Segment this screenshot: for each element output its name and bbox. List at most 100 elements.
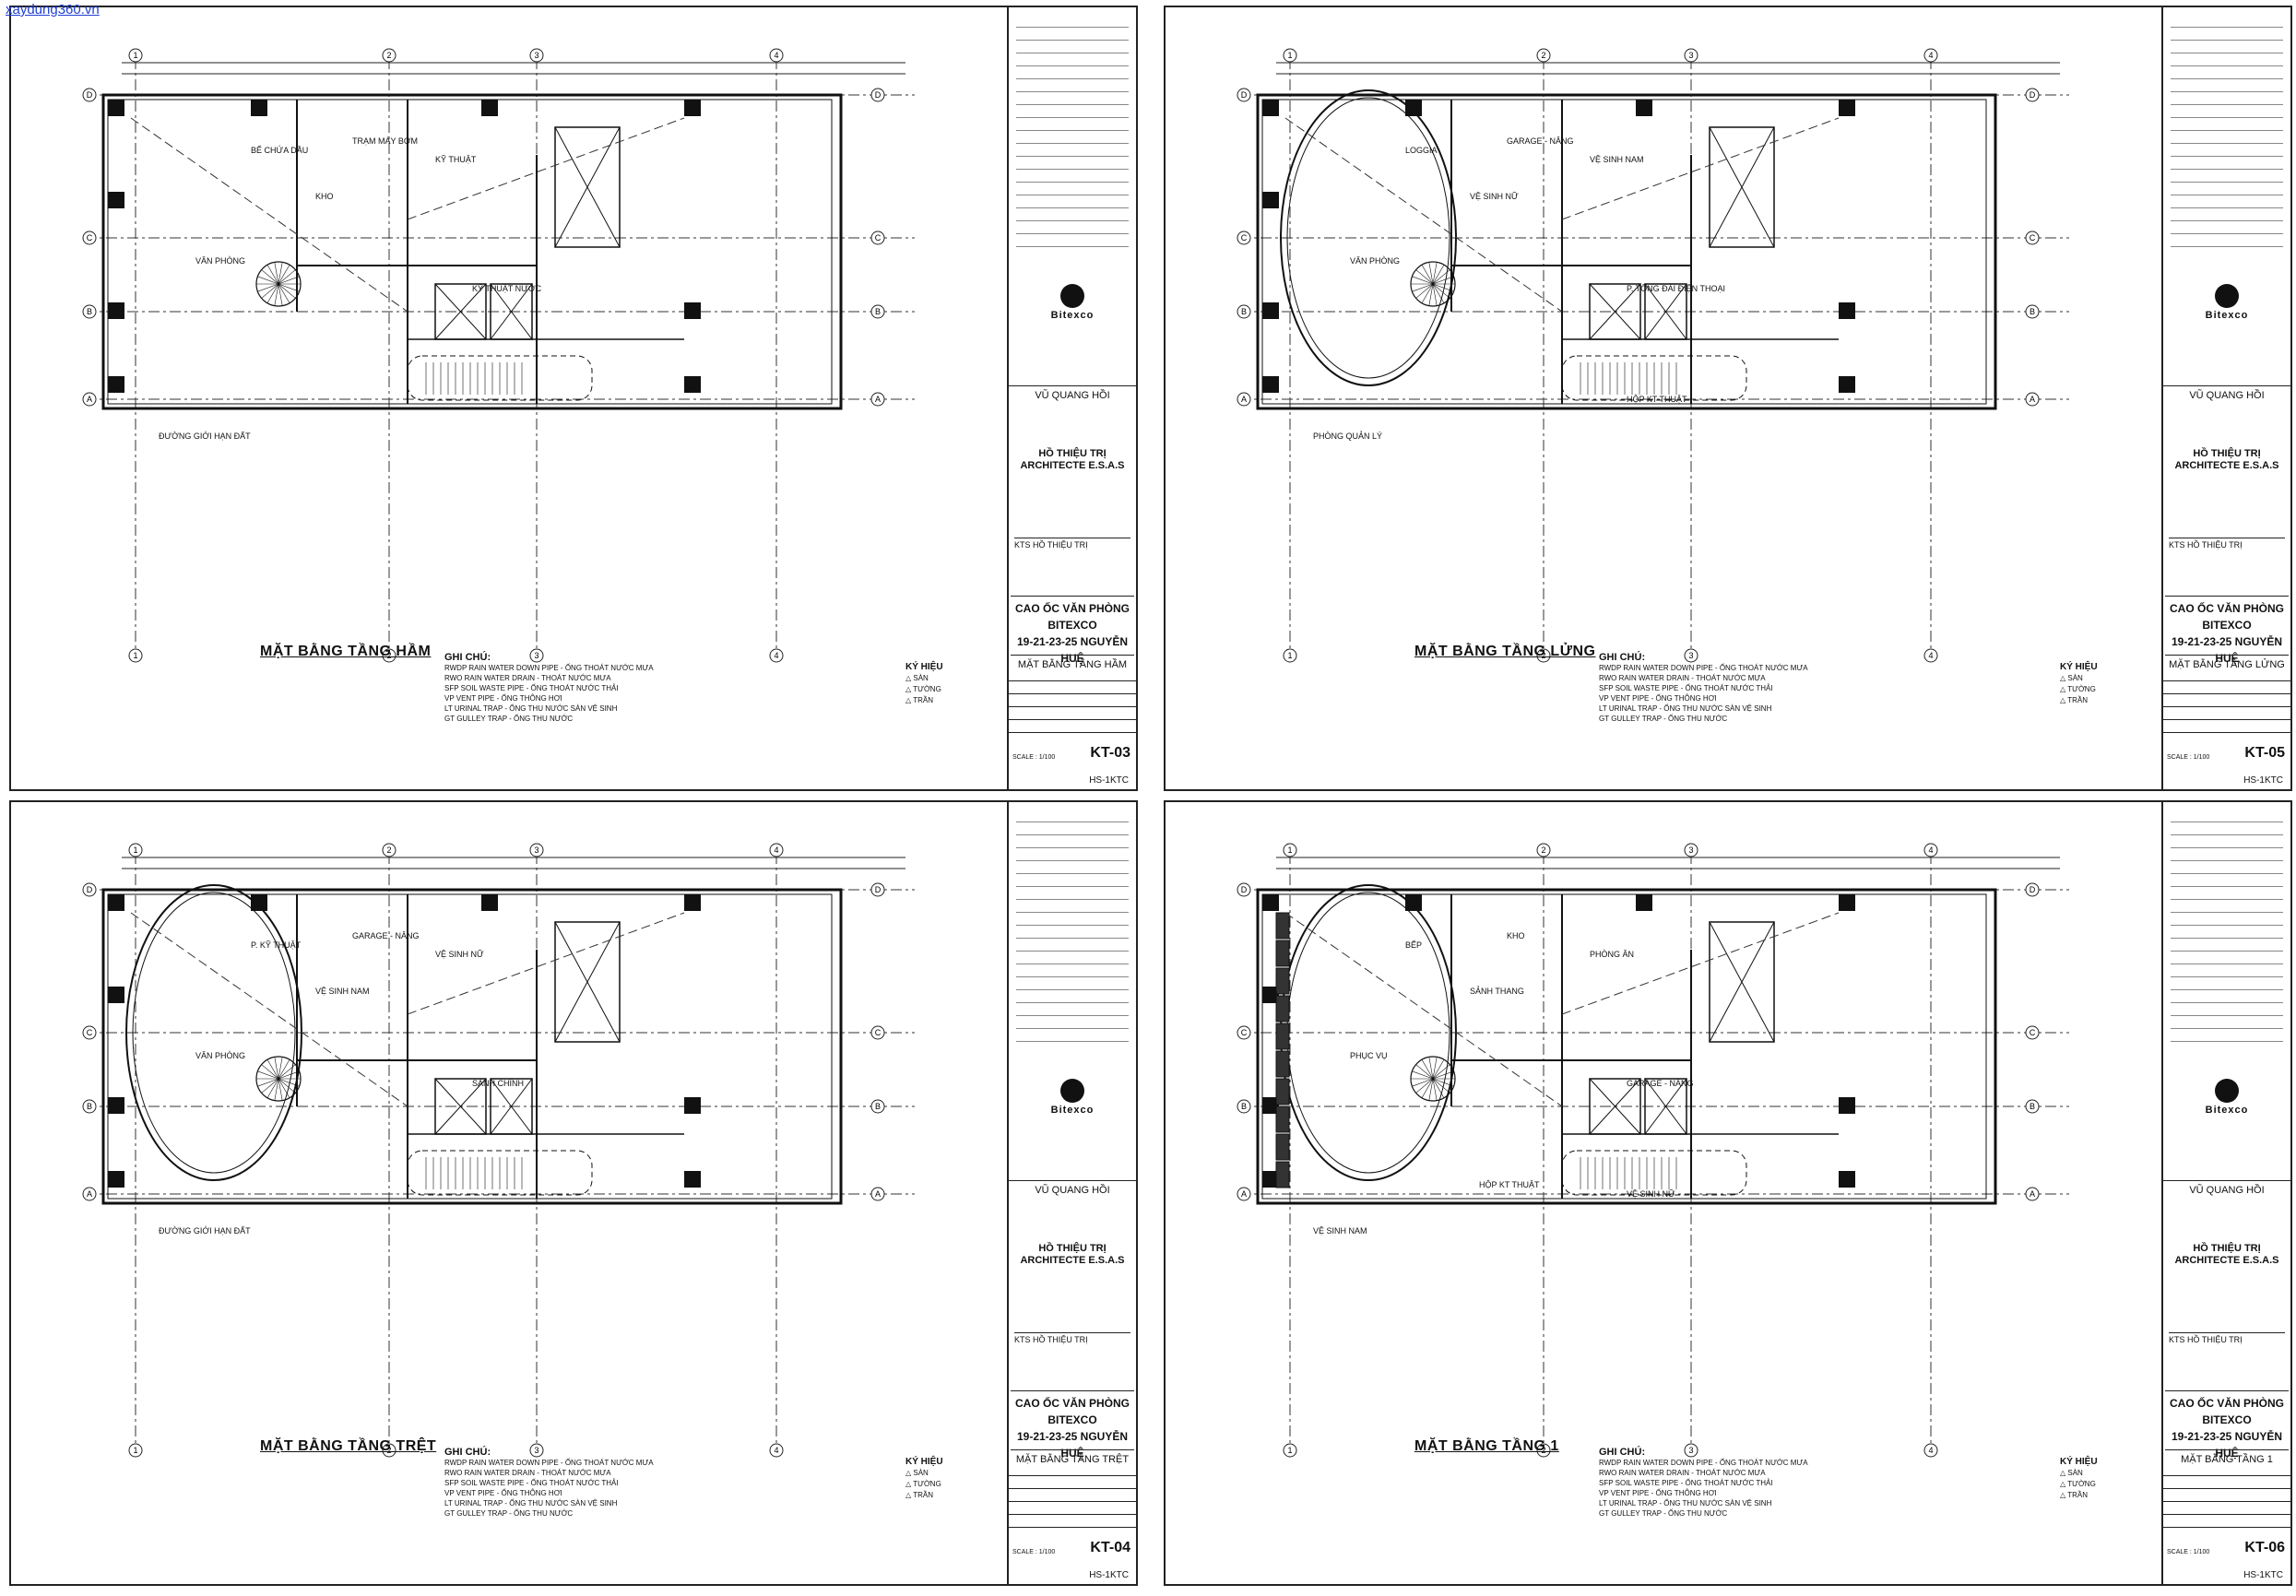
grid-axis-bubble [128,48,143,63]
grid-axis-label: 1 [133,651,137,660]
grid-axis-label: 4 [774,845,778,855]
structural-column [1636,100,1652,116]
grid-axis-label: D [875,885,882,894]
legend-heading: KÝ HIỆU [2060,662,2098,672]
room-label: KHO [315,192,334,201]
grid-axis-bubble [82,1025,97,1040]
room-label: VĂN PHÒNG [195,1051,246,1060]
note-line: GT GULLEY TRAP - ỐNG THU NƯỚC [444,1509,574,1518]
legend-item: △ TRẦN [905,1491,934,1499]
architect-person: VŨ QUANG HỒI [2163,1180,2290,1196]
room-label: BỂ CHỨA DẦU [251,146,309,155]
notes-block: GHI CHÚ:RWDP RAIN WATER DOWN PIPE - ỐNG … [1599,653,1808,724]
grid-axis-bubble [2025,88,2040,102]
grid-axis-label: 3 [534,845,538,855]
grid-axis-label: D [87,90,93,100]
logo-word: Bitexco [1050,1105,1095,1116]
notes-heading: GHI CHÚ: [1599,652,1646,663]
info-grid [2163,1475,2290,1540]
grid-axis-label: C [87,1028,93,1037]
legend-item: △ TƯỜNG [2060,685,2096,693]
structural-column [684,1097,701,1114]
grid-axis-bubble [382,843,396,857]
firm-name: HỒ THIỆU TRỊ ARCHITECTE E.S.A.S [2174,1243,2279,1266]
outer-wall [101,93,843,410]
note-line: VP VENT PIPE - ỐNG THÔNG HƠI [444,1489,562,1497]
room-label: VỆ SINH NỮ [1627,1189,1675,1199]
grid-axis-bubble [1237,1025,1251,1040]
note-line: RWO RAIN WATER DRAIN - THOÁT NƯỚC MƯA [1599,674,1766,682]
note-line: SFP SOIL WASTE PIPE - ỐNG THOÁT NƯỚC THẢ… [1599,684,1773,692]
grid-axis-bubble [870,1187,885,1201]
structural-column [108,894,124,911]
grid-axis-bubble [2025,1187,2040,1201]
legend-block: KÝ HIỆU△ SÀN△ TƯỜNG△ TRẦN [2060,1457,2098,1501]
sheet-code: KT-05 [2244,745,2285,761]
grid-axis-bubble [2025,1025,2040,1040]
grid-axis-label: B [2030,1102,2035,1111]
note-line: GT GULLEY TRAP - ỐNG THU NƯỚC [1599,715,1728,723]
grid-axis-label: 1 [1287,651,1292,660]
room-label: PHÒNG ĂN [1590,950,1635,959]
grid-axis-label: 1 [1287,845,1292,855]
logo-icon [1060,1079,1084,1103]
kts-name: KTS HỒ THIỆU TRỊ [1014,538,1130,550]
structural-column [684,1171,701,1188]
grid-axis-label: B [875,307,881,316]
grid-axis-label: 1 [133,1446,137,1455]
grid-axis-label: A [2030,395,2035,404]
note-line: RWO RAIN WATER DRAIN - THOÁT NƯỚC MƯA [444,1469,611,1477]
kts-name: KTS HỒ THIỆU TRỊ [2169,538,2285,550]
grid-axis-bubble [870,882,885,897]
logo-icon [2215,1079,2239,1103]
note-line: RWO RAIN WATER DRAIN - THOÁT NƯỚC MƯA [444,674,611,682]
structural-column [1636,894,1652,911]
grid-axis-label: 1 [1287,1446,1292,1455]
grid-axis-label: A [1241,395,1247,404]
note-line: VP VENT PIPE - ỐNG THÔNG HƠI [444,694,562,703]
legend-item: △ TRẦN [2060,696,2089,704]
drawing-title: MẶT BẰNG TẦNG 1 [1414,1438,1559,1454]
structural-column [108,987,124,1003]
grid-axis-label: 4 [1928,651,1933,660]
room-label: VỆ SINH NAM [1590,155,1644,164]
grid-axis-bubble [769,843,784,857]
project-line1: CAO ỐC VĂN PHÒNG BITEXCO [1014,602,1130,632]
structural-column [684,894,701,911]
room-label: BẾP [1405,940,1423,950]
grid-axis-bubble [1283,48,1297,63]
structural-column [1262,192,1279,208]
revision-lines [1016,15,1129,247]
note-line: VP VENT PIPE - ỐNG THÔNG HƠI [1599,694,1717,703]
grid-axis-bubble [1283,648,1297,663]
room-label: VỆ SINH NAM [1313,1226,1367,1235]
company-logo: Bitexco [2163,284,2290,321]
revision-lines [2171,810,2283,1042]
drawing-title: MẶT BẰNG TẦNG LỬNG [1414,644,1596,659]
legend-block: KÝ HIỆU△ SÀN△ TƯỜNG△ TRẦN [905,1457,943,1501]
sheet-code: KT-04 [1090,1540,1130,1555]
note-line: GT GULLEY TRAP - ỐNG THU NƯỚC [1599,1509,1728,1518]
company-logo: Bitexco [1009,284,1136,321]
grid-axis-bubble [1237,231,1251,245]
note-line: SFP SOIL WASTE PIPE - ỐNG THOÁT NƯỚC THẢ… [444,1479,619,1487]
notes-block: GHI CHÚ:RWDP RAIN WATER DOWN PIPE - ỐNG … [1599,1448,1808,1519]
sheet-code: KT-06 [2244,1540,2285,1555]
structural-column [1405,100,1422,116]
room-label: TRẠM MÁY BƠM [352,136,419,146]
room-label: KHO [1507,931,1525,940]
legend-heading: KÝ HIỆU [905,662,943,672]
room-label: LOGGIA [1405,146,1438,155]
room-label: PHỤC VỤ [1350,1051,1388,1060]
grid-axis-bubble [1923,1443,1938,1458]
structural-column [684,100,701,116]
grid-axis-label: D [87,885,93,894]
grid-axis-label: 4 [774,1446,778,1455]
grid-axis-label: C [2030,1028,2036,1037]
grid-axis-bubble [529,1443,544,1458]
grid-axis-label: A [1241,1189,1247,1199]
